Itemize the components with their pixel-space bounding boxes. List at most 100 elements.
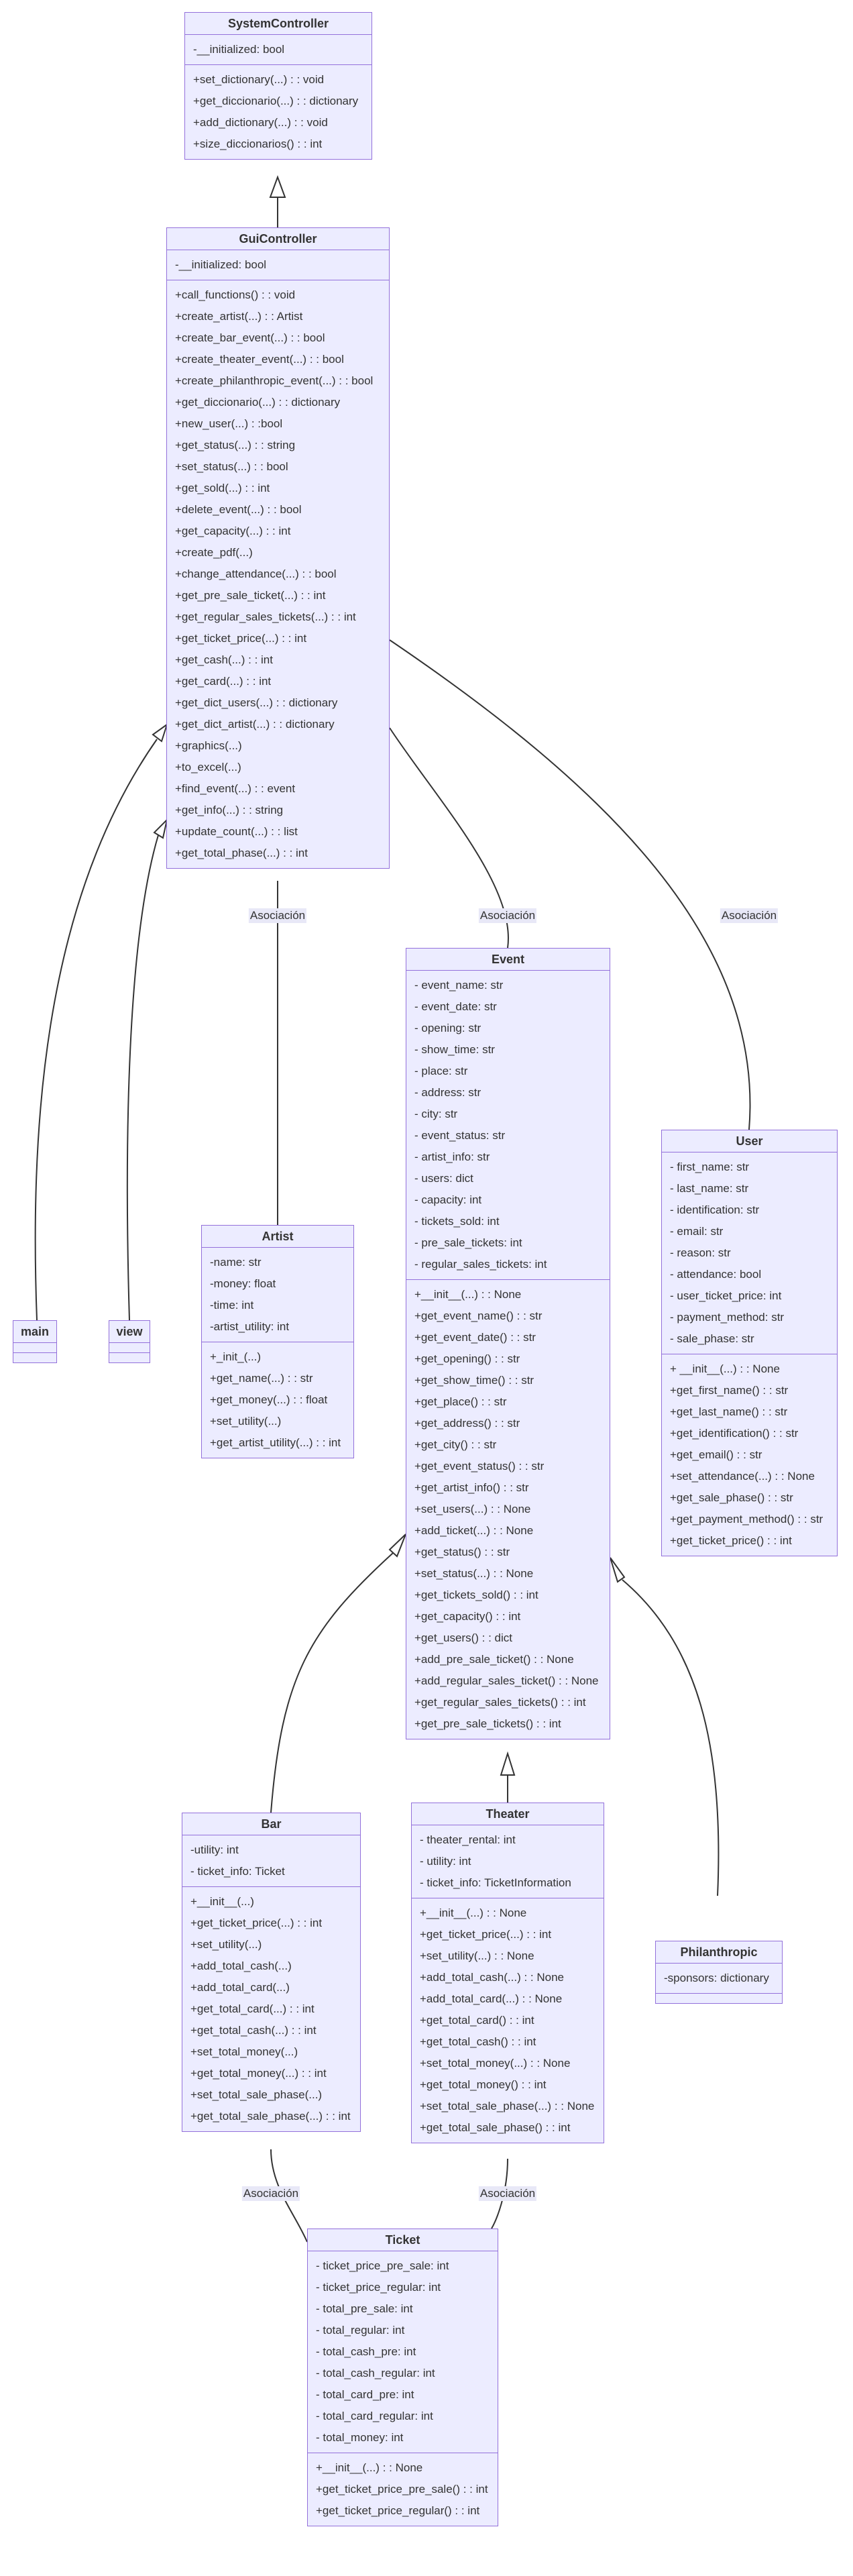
class-method: +__init__(...) : : None bbox=[316, 2461, 423, 2474]
class-method: +find_event(...) : : event bbox=[175, 782, 296, 795]
class-method: +get_total_card(...) : : int bbox=[190, 2002, 315, 2015]
class-attribute: -money: float bbox=[210, 1277, 276, 1290]
class-method: +add_dictionary(...) : : void bbox=[193, 116, 328, 129]
class-attribute: - event_date: str bbox=[414, 1000, 497, 1013]
inheritance-arrow-event-bar bbox=[388, 1534, 406, 1558]
class-attribute: - event_name: str bbox=[414, 979, 504, 991]
association-line-gui-user bbox=[389, 639, 751, 1130]
class-method: +get_total_cash() : : int bbox=[420, 2035, 536, 2048]
class-method: +get_total_cash(...) : : int bbox=[190, 2024, 317, 2037]
inheritance-arrow-event-theater bbox=[500, 1751, 516, 1776]
class-method: +get_ticket_price_regular() : : int bbox=[316, 2504, 480, 2517]
class-title: view bbox=[109, 1321, 150, 1343]
class-method: +get_total_sale_phase(...) : : int bbox=[190, 2110, 351, 2123]
methods-section: +__init__(...) : : None+get_ticket_price… bbox=[412, 1898, 604, 2143]
class-attribute: -name: str bbox=[210, 1256, 262, 1269]
class-method: +get_event_status() : : str bbox=[414, 1460, 545, 1472]
attributes-section: - first_name: str- last_name: str- ident… bbox=[662, 1152, 837, 1354]
class-method: +set_total_sale_phase(...) bbox=[190, 2088, 323, 2101]
class-attribute: - utility: int bbox=[420, 1855, 471, 1868]
class-method: +get_last_name() : : str bbox=[670, 1405, 788, 1418]
inheritance-line-bar-event bbox=[270, 1552, 394, 1813]
class-method: +graphics(...) bbox=[175, 739, 242, 752]
class-method: +get_artist_utility(...) : : int bbox=[210, 1436, 341, 1449]
class-view: view bbox=[109, 1320, 150, 1363]
class-philanthropic: Philanthropic -sponsors: dictionary bbox=[655, 1941, 783, 2004]
class-method: +get_ticket_price(...) : : int bbox=[190, 1917, 323, 1929]
class-attribute: - payment_method: str bbox=[670, 1311, 785, 1324]
class-title: Event bbox=[406, 949, 610, 971]
inheritance-arrow-event-philanthropic bbox=[610, 1557, 626, 1583]
class-attribute: - ticket_price_pre_sale: int bbox=[316, 2259, 449, 2272]
class-method: +get_info(...) : : string bbox=[175, 804, 284, 816]
class-method: +get_tickets_sold() : : int bbox=[414, 1589, 538, 1601]
association-label-gui-event: Asociación bbox=[478, 908, 537, 923]
class-method: +get_email() : : str bbox=[670, 1448, 762, 1461]
class-method: +get_opening() : : str bbox=[414, 1352, 520, 1365]
class-method: +get_first_name() : : str bbox=[670, 1384, 789, 1397]
class-attribute: -time: int bbox=[210, 1299, 254, 1311]
class-method: +get_name(...) : : str bbox=[210, 1372, 313, 1385]
class-attribute: - email: str bbox=[670, 1225, 724, 1238]
class-method: +get_total_phase(...) : : int bbox=[175, 847, 308, 859]
class-method: +get_pre_sale_tickets() : : int bbox=[414, 1717, 561, 1730]
inheritance-arrow-system bbox=[269, 175, 286, 198]
methods-section bbox=[109, 1353, 150, 1362]
class-method: +get_ticket_price_pre_sale() : : int bbox=[316, 2483, 488, 2496]
class-method: +get_ticket_price(...) : : int bbox=[420, 1928, 552, 1941]
class-attribute: - users: dict bbox=[414, 1172, 473, 1185]
class-attribute: -utility: int bbox=[190, 1843, 239, 1856]
class-attribute: - city: str bbox=[414, 1108, 458, 1120]
class-method: +set_total_sale_phase(...) : : None bbox=[420, 2100, 595, 2112]
class-method: +get_card(...) : : int bbox=[175, 675, 272, 688]
class-method: +set_status(...) : : None bbox=[414, 1567, 534, 1580]
class-method: +get_total_sale_phase() : : int bbox=[420, 2121, 571, 2134]
association-label-theater-ticket: Asociación bbox=[478, 2186, 537, 2201]
class-method: +get_dict_artist(...) : : dictionary bbox=[175, 718, 335, 731]
class-method: +get_capacity() : : int bbox=[414, 1610, 521, 1623]
class-method: +create_pdf(...) bbox=[175, 546, 253, 559]
class-attribute: - last_name: str bbox=[670, 1182, 749, 1195]
methods-section: +_init_(...)+get_name(...) : : str+get_m… bbox=[202, 1342, 353, 1458]
class-attribute: - theater_rental: int bbox=[420, 1833, 516, 1846]
class-method: +set_total_money(...) : : None bbox=[420, 2057, 571, 2070]
class-method: +delete_event(...) : : bool bbox=[175, 503, 302, 516]
methods-section bbox=[13, 1353, 56, 1362]
class-method: + __init__(...) : : None bbox=[670, 1362, 780, 1375]
class-method: +update_count(...) : : list bbox=[175, 825, 298, 838]
class-method: +get_status() : : str bbox=[414, 1546, 510, 1558]
class-method: +get_city() : : str bbox=[414, 1438, 497, 1451]
class-attribute: -sponsors: dictionary bbox=[664, 1972, 769, 1984]
association-label-bar-ticket: Asociación bbox=[241, 2186, 300, 2201]
class-method: +add_total_card(...) bbox=[190, 1981, 290, 1994]
class-method: +get_diccionario(...) : : dictionary bbox=[175, 396, 341, 409]
class-attribute: -__initialized: bool bbox=[193, 43, 285, 56]
class-method: +get_ticket_price(...) : : int bbox=[175, 632, 307, 645]
inheritance-arrow-gui-view bbox=[153, 817, 168, 839]
class-attribute: -__initialized: bool bbox=[175, 258, 267, 271]
class-attribute: - total_card_pre: int bbox=[316, 2388, 414, 2401]
inheritance-line-main-gui bbox=[34, 739, 158, 1321]
association-label-gui-user: Asociación bbox=[720, 908, 779, 923]
class-attribute: - tickets_sold: int bbox=[414, 1215, 500, 1228]
class-method: +get_regular_sales_tickets(...) : : int bbox=[175, 610, 356, 623]
class-attribute: - total_regular: int bbox=[316, 2324, 405, 2337]
methods-section: +__init__(...) : : None +get_ticket_price… bbox=[308, 2453, 498, 2526]
class-method: +__init__(...) bbox=[190, 1895, 254, 1908]
class-title: Philanthropic bbox=[656, 1941, 782, 1964]
class-method: +add_total_card(...) : : None bbox=[420, 1992, 563, 2005]
class-method: +set_dictionary(...) : : void bbox=[193, 73, 325, 86]
class-method: +get_total_money() : : int bbox=[420, 2078, 547, 2091]
class-method: +get_payment_method() : : str bbox=[670, 1513, 823, 1525]
attributes-section: -__initialized: bool bbox=[185, 35, 372, 65]
methods-section: +__init__(...) +get_ticket_price(...) : :… bbox=[182, 1887, 360, 2131]
class-attribute: - total_cash_pre: int bbox=[316, 2345, 416, 2358]
class-attribute: - reason: str bbox=[670, 1246, 731, 1259]
methods-section: +call_functions() : : void+create_artist… bbox=[167, 280, 389, 868]
class-method: +add_ticket(...) : : None bbox=[414, 1524, 534, 1537]
class-method: +get_event_name() : : str bbox=[414, 1309, 543, 1322]
class-method: +get_ticket_price() : : int bbox=[670, 1534, 792, 1547]
class-method: +get_sold(...) : : int bbox=[175, 482, 270, 494]
class-main: main bbox=[13, 1320, 57, 1363]
class-title: Artist bbox=[202, 1226, 353, 1248]
